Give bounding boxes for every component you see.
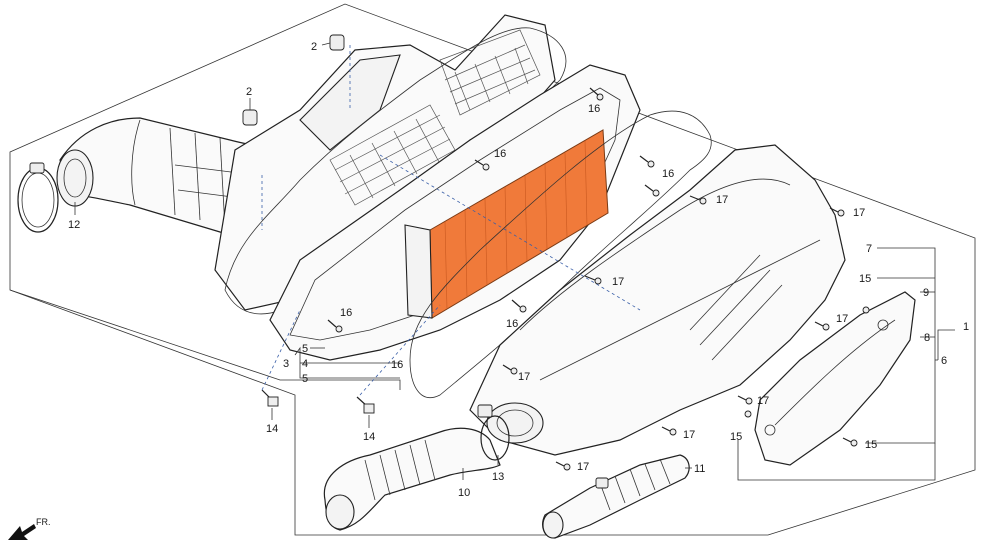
callout-1: 1 — [963, 321, 969, 333]
bolts-14 — [261, 389, 375, 414]
callout-16: 16 — [506, 318, 518, 330]
callout-7: 7 — [866, 243, 872, 255]
callout-2: 2 — [311, 41, 317, 53]
callout-17: 17 — [757, 395, 769, 407]
callout-17: 17 — [577, 461, 589, 473]
callout-12: 12 — [68, 219, 80, 231]
callout-16: 16 — [340, 307, 352, 319]
callout-16: 16 — [662, 168, 674, 180]
callout-11: 11 — [694, 463, 705, 475]
callout-8: 8 — [924, 332, 930, 344]
band-clamp — [477, 404, 510, 461]
callout-15: 15 — [859, 273, 871, 285]
front-marker-label: FR. — [36, 517, 51, 527]
cover-gasket — [409, 110, 712, 398]
callout-16: 16 — [494, 148, 506, 160]
callout-2: 2 — [246, 86, 252, 98]
air-cleaner-cover — [469, 144, 846, 456]
callout-13: 13 — [492, 471, 504, 483]
callout-labels: 1 2 2 3 4 5 5 6 7 8 9 10 11 12 13 14 14 … — [68, 41, 969, 499]
callout-17: 17 — [853, 207, 865, 219]
element-holder — [269, 64, 641, 361]
callout-4: 4 — [302, 358, 308, 370]
callout-17: 17 — [836, 313, 848, 325]
alignment-guides — [261, 45, 641, 396]
callout-17: 17 — [716, 194, 728, 206]
leader-lines — [74, 42, 955, 481]
callout-17: 17 — [683, 429, 695, 441]
connecting-tube — [323, 427, 501, 531]
callout-16: 16 — [391, 359, 403, 371]
callout-9: 9 — [923, 287, 929, 299]
front-direction-arrow: FR. — [8, 517, 51, 540]
callout-14: 14 — [266, 423, 278, 435]
callout-16: 16 — [588, 103, 600, 115]
callout-15: 15 — [865, 439, 877, 451]
callout-14: 14 — [363, 431, 375, 443]
callout-3: 3 — [283, 358, 289, 370]
screws — [327, 87, 870, 471]
callout-6: 6 — [941, 355, 947, 367]
callout-17: 17 — [518, 371, 530, 383]
sub-frame — [9, 289, 401, 390]
callout-15: 15 — [730, 431, 742, 443]
drain-tube — [542, 454, 690, 539]
callout-5: 5 — [302, 373, 308, 385]
callout-5: 5 — [302, 343, 308, 355]
assembly-frame — [9, 3, 976, 536]
callout-10: 10 — [458, 487, 470, 499]
callout-17: 17 — [612, 276, 624, 288]
side-cover-panel — [754, 291, 916, 466]
hose-clamp — [17, 162, 59, 233]
